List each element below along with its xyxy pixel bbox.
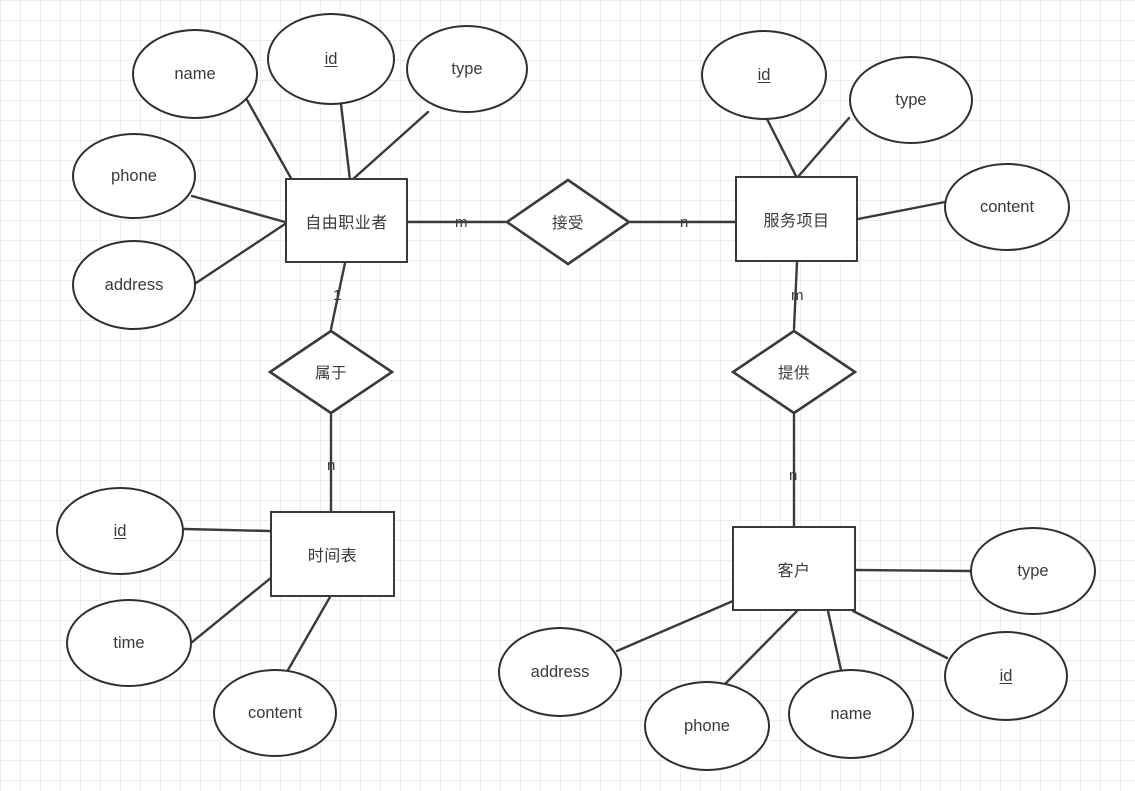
connector-line (191, 222, 287, 287)
attribute-label: address (104, 275, 164, 294)
entity-freelancer[interactable]: 自由职业者 (285, 178, 408, 263)
attribute-cu-id[interactable]: id (944, 631, 1068, 721)
attribute-fl-name[interactable]: name (132, 29, 258, 119)
cardinality-card-belong-n: n (327, 457, 336, 474)
attribute-label: id (324, 49, 338, 68)
connector-line (245, 98, 294, 182)
relationship-label: 提供 (777, 365, 810, 382)
connector-line (795, 116, 851, 180)
cardinality-card-belong-1: 1 (333, 287, 342, 304)
attribute-fl-id[interactable]: id (267, 13, 395, 105)
attribute-label: id (113, 521, 127, 540)
attribute-label: type (451, 59, 483, 78)
connector-line (190, 194, 287, 224)
entity-customer[interactable]: 客户 (732, 526, 856, 611)
connector-line (724, 609, 799, 685)
attribute-label: name (830, 704, 872, 723)
connector-line (182, 527, 272, 533)
attribute-label: phone (111, 166, 157, 185)
connector-line (856, 200, 947, 221)
connector-line (851, 609, 949, 660)
attribute-label: type (1017, 561, 1049, 580)
attribute-label: name (174, 64, 216, 83)
attribute-label: type (895, 90, 927, 109)
connector-line (189, 575, 274, 645)
attribute-tt-content[interactable]: content (213, 669, 337, 757)
relationship-accept[interactable]: 接受 (504, 178, 632, 266)
diamond-shape (504, 178, 632, 266)
connector-line (286, 595, 332, 672)
connector-line (615, 599, 735, 653)
entity-label: 时间表 (307, 548, 358, 565)
attribute-label: id (999, 666, 1013, 685)
attribute-label: content (247, 703, 303, 722)
connector-line (350, 110, 430, 182)
connector-line (339, 102, 352, 182)
diamond-shape (267, 329, 395, 415)
relationship-label: 属于 (314, 365, 347, 382)
connector-line (826, 609, 843, 672)
attribute-sv-type[interactable]: type (849, 56, 973, 144)
connector-line (765, 117, 799, 180)
relationship-label: 接受 (551, 215, 584, 232)
attribute-label: content (979, 197, 1035, 216)
attribute-fl-type[interactable]: type (406, 25, 528, 113)
diamond-shape (730, 329, 858, 415)
attribute-fl-phone[interactable]: phone (72, 133, 196, 219)
attribute-label: address (530, 662, 590, 681)
attribute-sv-content[interactable]: content (944, 163, 1070, 251)
attribute-cu-address[interactable]: address (498, 627, 622, 717)
connector-line (854, 568, 972, 573)
cardinality-card-provide-m: m (791, 287, 804, 304)
attribute-fl-address[interactable]: address (72, 240, 196, 330)
relationship-provide[interactable]: 提供 (730, 329, 858, 415)
attribute-sv-id[interactable]: id (701, 30, 827, 120)
cardinality-card-provide-n: n (789, 467, 798, 484)
entity-timetable[interactable]: 时间表 (270, 511, 395, 597)
relationship-belong[interactable]: 属于 (267, 329, 395, 415)
attribute-tt-time[interactable]: time (66, 599, 192, 687)
entity-label: 服务项目 (763, 213, 830, 230)
attribute-cu-type[interactable]: type (970, 527, 1096, 615)
entity-label: 客户 (777, 562, 811, 580)
attribute-label: time (113, 633, 145, 652)
attribute-cu-phone[interactable]: phone (644, 681, 770, 771)
cardinality-card-accept-n: n (680, 214, 689, 231)
attribute-label: id (757, 65, 771, 84)
entity-service[interactable]: 服务项目 (735, 176, 858, 262)
cardinality-card-accept-m: m (455, 214, 468, 231)
attribute-tt-id[interactable]: id (56, 487, 184, 575)
entity-label: 自由职业者 (305, 214, 388, 232)
attribute-label: phone (684, 716, 730, 735)
attribute-cu-name[interactable]: name (788, 669, 914, 759)
